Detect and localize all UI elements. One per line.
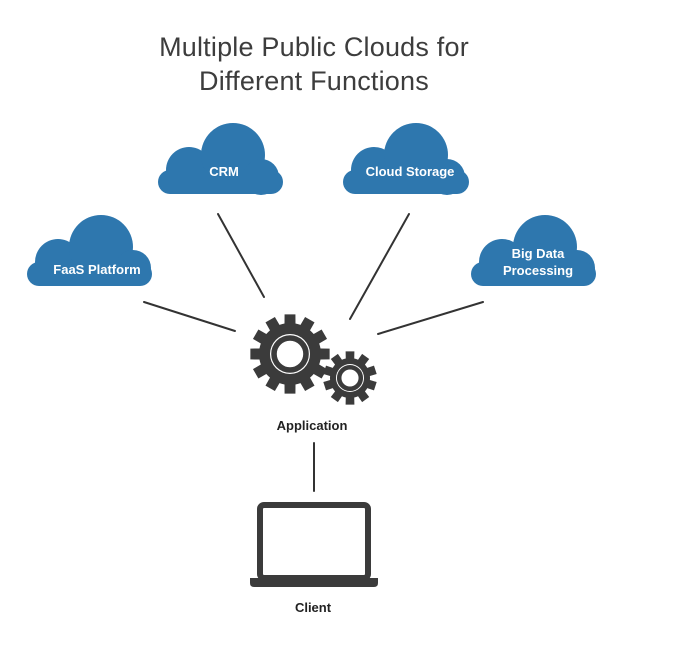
- cloud-cloud-storage: [343, 123, 469, 195]
- cloud-label-big-data-line-1: Big Data: [512, 246, 566, 261]
- client-label: Client: [295, 600, 332, 615]
- diagram-title-line-1: Multiple Public Clouds for: [159, 32, 469, 62]
- cloud-crm: [158, 123, 283, 195]
- cloud-label-cloud-storage: Cloud Storage: [366, 164, 455, 179]
- cloud-big-data: [471, 215, 596, 286]
- cloud-label-faas-platform: FaaS Platform: [53, 262, 140, 277]
- connector-faas-platform: [143, 301, 236, 332]
- gear-small-icon: [323, 351, 377, 405]
- gears-icon: [250, 314, 377, 405]
- laptop-screen: [257, 502, 371, 581]
- gear-small-ring: [336, 364, 364, 392]
- laptop-icon: [250, 502, 378, 587]
- diagram-title-line-2: Different Functions: [199, 66, 429, 96]
- connector-big-data: [377, 301, 484, 335]
- application-label: Application: [277, 418, 348, 433]
- gear-large-ring: [271, 335, 309, 373]
- gear-large-icon: [250, 314, 330, 394]
- connectors: [143, 213, 484, 492]
- connector-crm: [217, 213, 265, 298]
- cloud-label-crm: CRM: [209, 164, 239, 179]
- connector-cloud-storage: [349, 213, 410, 320]
- cloud-label-big-data-line-2: Processing: [503, 263, 573, 278]
- laptop-base: [250, 578, 378, 587]
- cloud-faas-platform: [27, 215, 152, 286]
